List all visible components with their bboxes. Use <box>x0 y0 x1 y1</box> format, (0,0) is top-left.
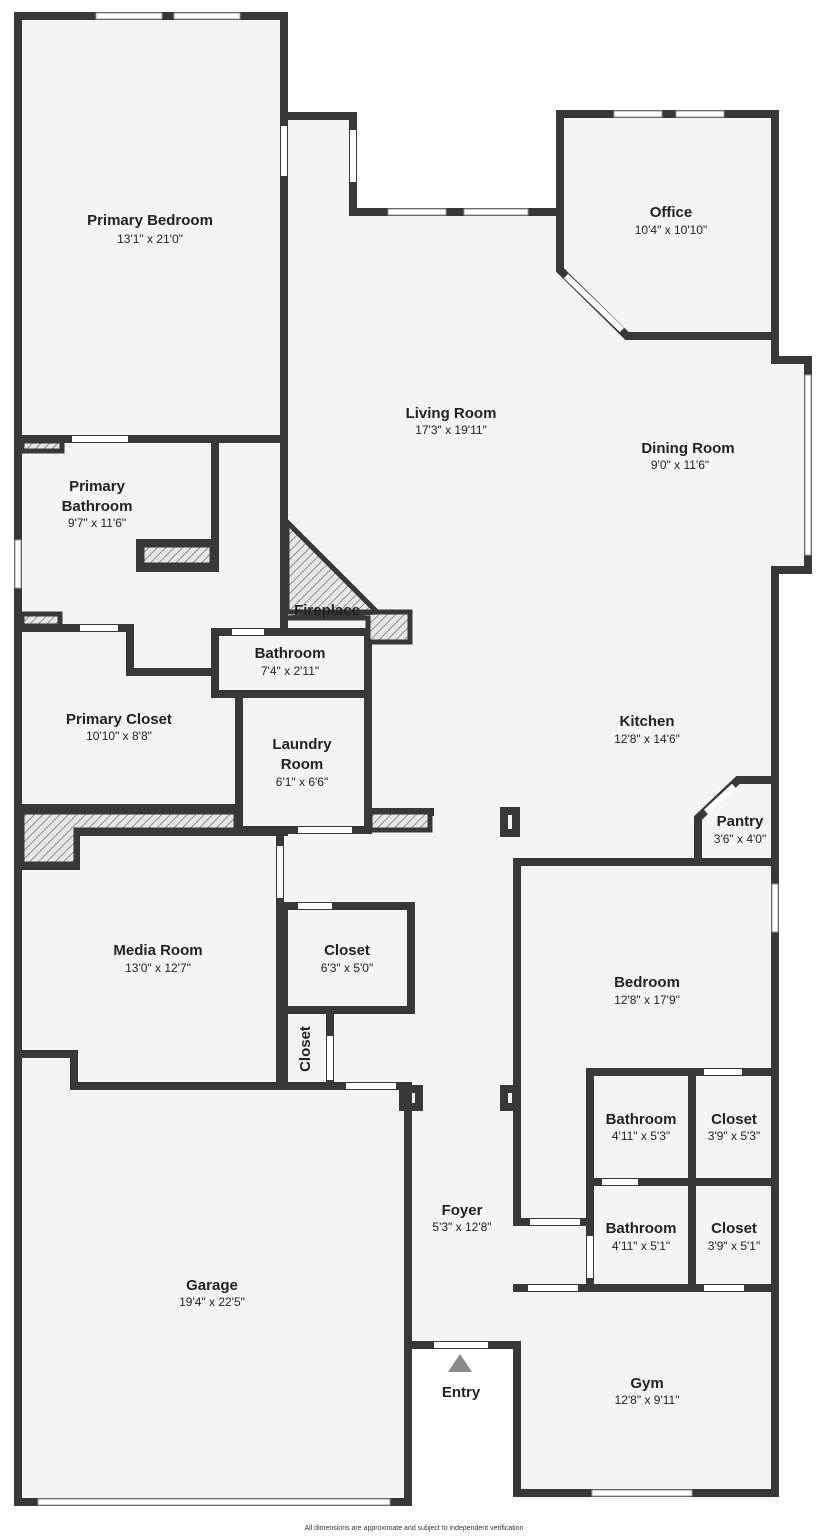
room-name: Bedroom <box>614 974 680 991</box>
entry-label: Entry <box>442 1384 481 1401</box>
room-name: Bathroom <box>606 1111 677 1128</box>
window <box>771 883 779 933</box>
room-name: Room <box>281 756 324 773</box>
room-name: Closet <box>324 942 370 959</box>
room-dimensions: 4'11" x 5'1" <box>612 1239 670 1253</box>
entry-arrow-icon <box>448 1354 472 1372</box>
room-dimensions: 3'9" x 5'3" <box>708 1129 760 1143</box>
room-dimensions: 12'8" x 17'9" <box>614 993 680 1007</box>
room-dimensions: 13'1" x 21'0" <box>117 232 183 246</box>
room-name: Primary Bedroom <box>87 212 213 229</box>
room-name: Bathroom <box>255 645 326 662</box>
room-name: Pantry <box>717 813 764 830</box>
floor-fill <box>18 16 808 1502</box>
room-labels: Primary Bedroom 13'1" x 21'0" Living Roo… <box>62 204 767 1407</box>
room-dimensions: 9'0" x 11'6" <box>651 458 709 472</box>
room-dimensions: 4'11" x 5'3" <box>612 1129 670 1143</box>
room-name: Media Room <box>113 942 202 959</box>
window <box>14 539 22 589</box>
room-name: Gym <box>630 1375 663 1392</box>
room-name: Bathroom <box>606 1220 677 1237</box>
window <box>591 1489 693 1497</box>
fireplace-label: Fireplace <box>294 602 360 619</box>
room-name: Garage <box>186 1277 238 1294</box>
room-name: Primary <box>69 478 126 495</box>
room-dimensions: 19'4" x 22'5" <box>179 1295 245 1309</box>
window <box>463 208 529 216</box>
room-dimensions: 7'4" x 2'11" <box>261 664 319 678</box>
window <box>173 12 241 20</box>
room-dimensions: 10'10" x 8'8" <box>86 729 152 743</box>
room-dimensions: 3'9" x 5'1" <box>708 1239 760 1253</box>
room-dimensions: 13'0" x 12'7" <box>125 961 191 975</box>
room-name: Kitchen <box>619 713 674 730</box>
door-openings <box>72 126 744 1348</box>
window <box>804 374 812 556</box>
windows <box>14 12 812 1506</box>
window <box>387 208 447 216</box>
room-dimensions: 17'3" x 19'11" <box>415 423 487 437</box>
window <box>675 110 725 118</box>
window <box>37 1498 391 1506</box>
hatched-areas <box>19 438 433 867</box>
room-dimensions: 9'7" x 11'6" <box>68 516 126 530</box>
room-dimensions: 6'1" x 6'6" <box>276 775 328 789</box>
room-name: Foyer <box>442 1202 483 1219</box>
window <box>95 12 163 20</box>
disclaimer: All dimensions are approximate and subje… <box>304 1525 523 1532</box>
room-name: Closet <box>711 1111 757 1128</box>
room-dimensions: 3'6" x 4'0" <box>714 832 766 846</box>
room-name: Living Room <box>406 405 497 422</box>
room-dimensions: 6'3" x 5'0" <box>321 961 373 975</box>
room-dimensions: 12'8" x 14'6" <box>614 732 680 746</box>
room-name: Office <box>650 204 693 221</box>
room-dimensions: 10'4" x 10'10" <box>635 223 708 237</box>
room-name: Dining Room <box>641 440 734 457</box>
room-name: Bathroom <box>62 498 133 515</box>
room-name: Closet <box>297 1026 314 1072</box>
room-name: Primary Closet <box>66 711 172 728</box>
room-name: Closet <box>711 1220 757 1237</box>
room-dimensions: 5'3" x 12'8" <box>432 1220 491 1234</box>
room-name: Laundry <box>272 736 332 753</box>
room-dimensions: 12'8" x 9'11" <box>615 1393 680 1407</box>
window <box>613 110 663 118</box>
